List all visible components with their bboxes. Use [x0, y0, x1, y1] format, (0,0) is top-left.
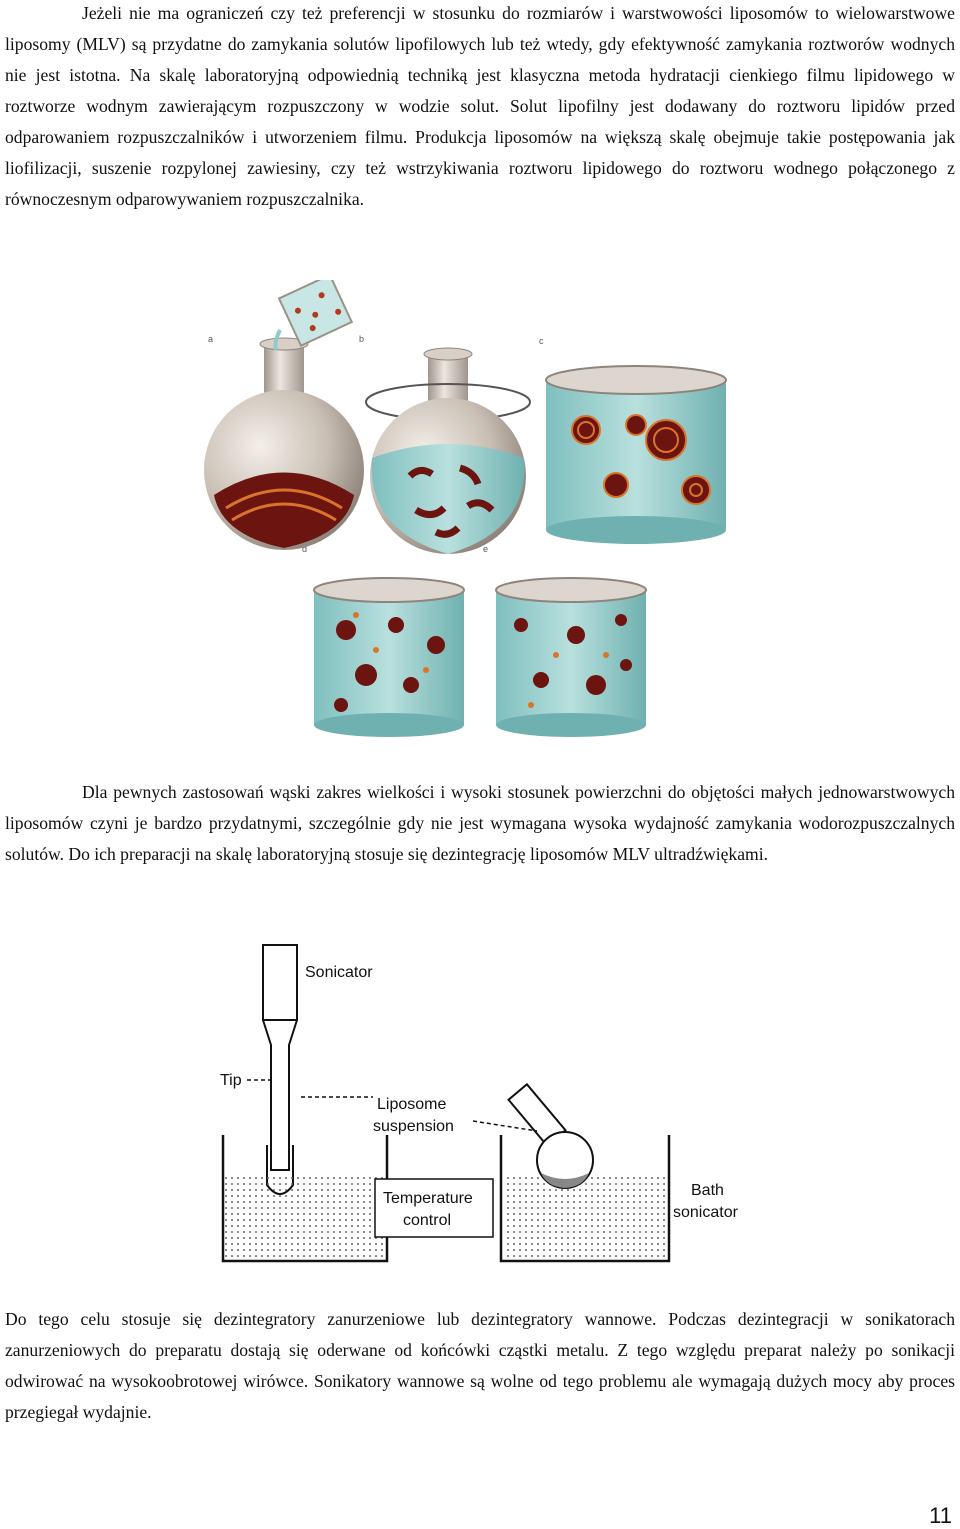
liposome-label-line2: suspension: [373, 1118, 454, 1135]
label-d: d: [302, 544, 307, 554]
page-number: 11: [929, 1503, 952, 1528]
beaker-d: [313, 577, 465, 737]
tip-label: Tip: [220, 1072, 242, 1089]
figure-liposome-formation: a b c d e: [196, 273, 776, 740]
bath-container: [221, 1135, 671, 1263]
temperature-control-box: [374, 1178, 494, 1238]
bath-label-line2: sonicator: [673, 1204, 739, 1221]
paragraph-sonicators: Do tego celu stosuje się dezintegratory …: [5, 1309, 955, 1422]
pouring-beaker: [277, 273, 354, 347]
probe-sonicator: [262, 944, 298, 1195]
beaker-e: [495, 577, 647, 737]
label-e: e: [483, 544, 488, 554]
sonicator-label: Sonicator: [305, 964, 373, 981]
flask-b: [365, 347, 531, 554]
bath-label-line1: Bath: [691, 1182, 724, 1199]
paragraph-suv: Dla pewnych zastosowań wąski zakres wiel…: [5, 782, 955, 864]
pour-stream: [273, 329, 282, 351]
label-a: a: [208, 334, 213, 344]
figure-sonicators: Sonicator Tip Liposome suspension Temper…: [205, 935, 765, 1270]
flask-a: [204, 337, 364, 550]
label-c: c: [539, 336, 544, 346]
paragraph-intro: Jeżeli nie ma ograniczeń czy też prefere…: [5, 3, 955, 209]
label-b: b: [359, 334, 364, 344]
beaker-c: [545, 365, 727, 544]
temperature-label-line1: Temperature: [383, 1190, 473, 1207]
flask-in-bath: [507, 1082, 594, 1189]
liposome-label-line1: Liposome: [377, 1096, 446, 1113]
temperature-label-line2: control: [403, 1212, 451, 1229]
